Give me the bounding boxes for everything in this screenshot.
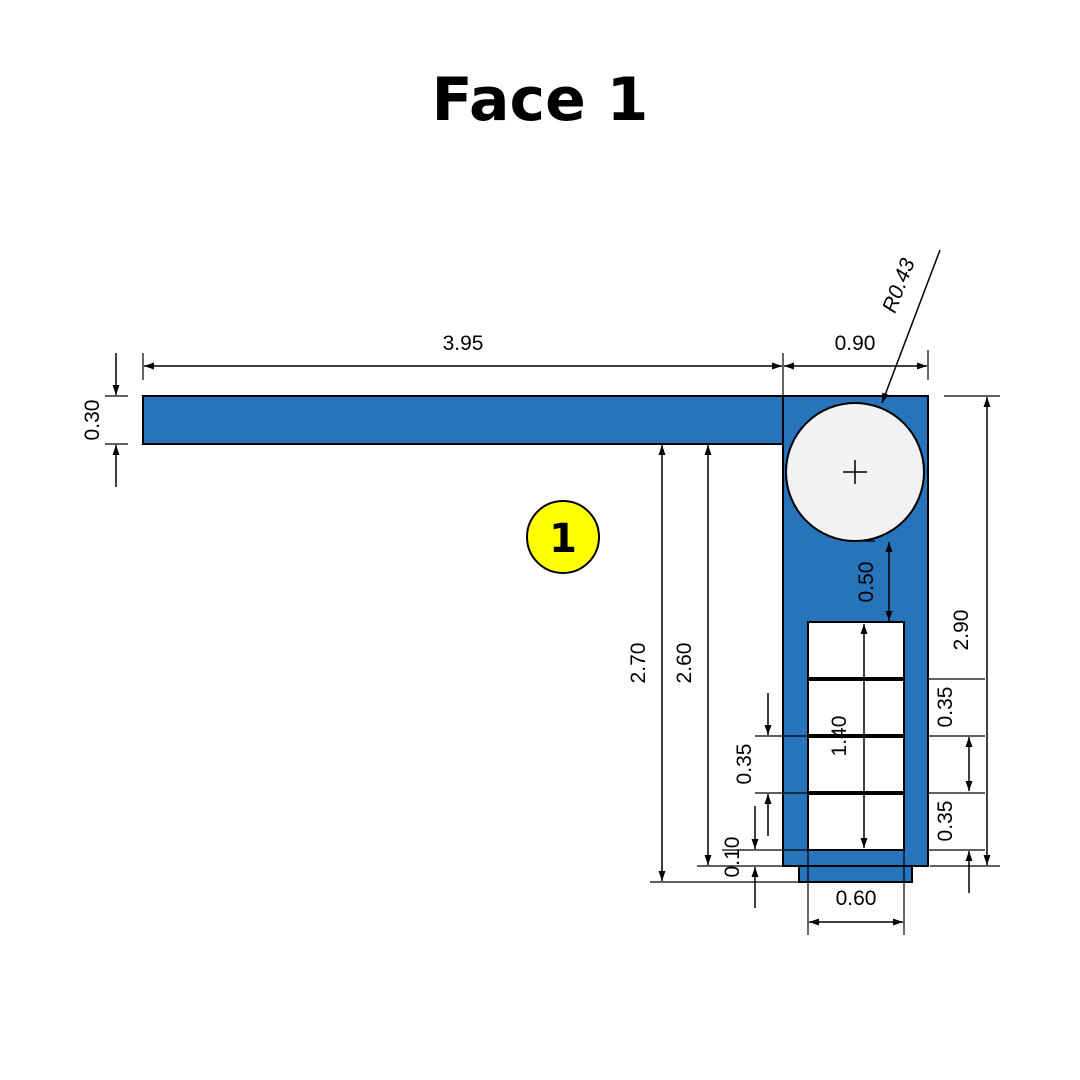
dim-arm-thickness: 0.30 [81, 353, 128, 487]
dim-head-width-label: 0.90 [835, 332, 876, 355]
dim-hole-radius: R0.43 [878, 249, 941, 404]
dim-slot-height-label: 1.40 [828, 716, 851, 757]
part-balloon-label: 1 [549, 516, 577, 562]
dim-arm-length: 3.95 [142, 332, 784, 396]
drawing-title: Face 1 [431, 65, 649, 135]
part-body [142, 395, 929, 883]
dim-hole-to-slot-label: 0.50 [855, 562, 878, 603]
dim-slot-width: 0.60 [807, 850, 905, 935]
dim-depth-b: 2.60 [673, 445, 799, 867]
dim-head-width: 0.90 [784, 332, 929, 380]
dim-arm-thickness-label: 0.30 [81, 400, 104, 441]
dim-pitch-right-top: 0.35 [928, 678, 985, 791]
dim-depth-b-label: 2.60 [673, 643, 696, 684]
dim-slot-height: 1.40 [828, 624, 868, 848]
dim-depth-a-label: 2.70 [627, 643, 650, 684]
dim-arm-length-label: 3.95 [443, 332, 484, 355]
dim-pitch-right-bottom: 0.35 [928, 792, 985, 893]
slot-cell-2 [807, 678, 905, 737]
dim-total-height: 2.90 [930, 395, 1000, 867]
dim-pitch-right-bottom-label: 0.35 [934, 801, 957, 842]
dim-base-offset-label: 0.10 [721, 837, 744, 878]
dim-pitch-left: 0.35 [733, 693, 808, 836]
horizontal-arm [142, 395, 784, 445]
slot-cell-4 [807, 792, 905, 851]
dim-slot-width-label: 0.60 [836, 887, 877, 910]
dim-pitch-right-top-label: 0.35 [934, 687, 957, 728]
dim-hole-to-slot: 0.50 [855, 540, 893, 621]
base-tab [798, 865, 913, 883]
part-balloon: 1 [526, 500, 600, 574]
slot-cell-1 [807, 621, 905, 680]
dim-hole-radius-label: R0.43 [878, 255, 920, 316]
dim-depth-a: 2.70 [627, 443, 799, 883]
dim-pitch-left-label: 0.35 [733, 744, 756, 785]
dim-base-offset: 0.10 [721, 806, 808, 908]
slot-cell-3 [807, 735, 905, 794]
dim-total-height-label: 2.90 [950, 610, 973, 651]
